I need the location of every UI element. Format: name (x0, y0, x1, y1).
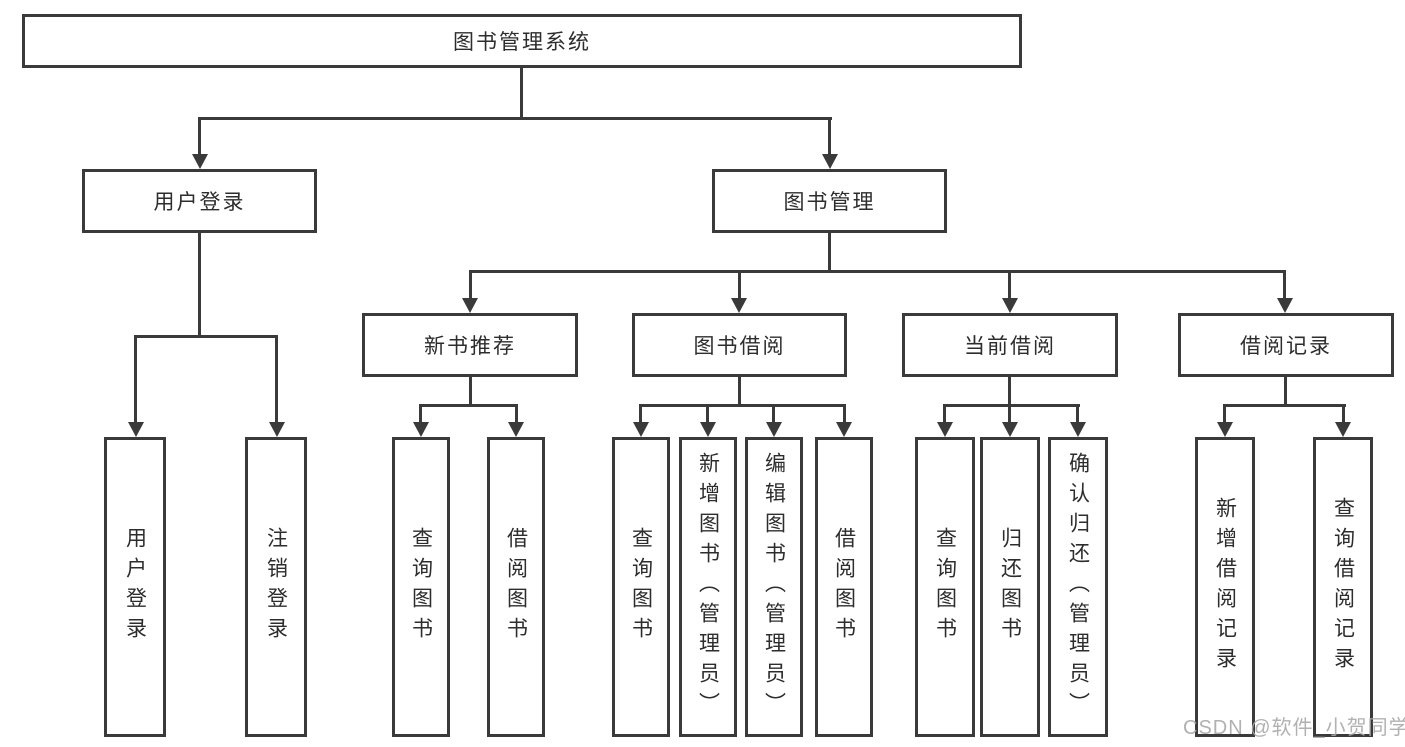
leaf-logout-label: 注销登录 (264, 527, 288, 647)
leaf-cb-confirm-return-admin-label: 确认归还（管理员） (1066, 452, 1090, 722)
arrow-down-icon (1217, 422, 1233, 437)
leaf-logout: 注销登录 (245, 437, 307, 737)
leaf-nbr-borrow-books-label: 借阅图书 (504, 527, 528, 647)
connector-to-current-borrow (1008, 270, 1011, 301)
node-book-management: 图书管理 (712, 169, 947, 233)
node-user-login: 用户登录 (82, 169, 317, 233)
leaf-nbr-query-books: 查询图书 (392, 437, 450, 737)
arrow-down-icon (731, 298, 747, 313)
arrow-down-icon (1002, 422, 1018, 437)
leaf-cb-return-books-label: 归还图书 (998, 527, 1022, 647)
connector-level2-rail (198, 117, 832, 120)
connector-book-mgmt-stub (828, 233, 831, 273)
connector-current-borrow-rail (943, 404, 1080, 407)
connector-to-leaf-logout (275, 335, 278, 425)
leaf-br-query-record-label: 查询借阅记录 (1331, 497, 1355, 677)
leaf-bb-edit-books-admin-label: 编辑图书（管理员） (762, 452, 786, 722)
connector-borrow-records-stub (1284, 377, 1287, 407)
csdn-watermark: CSDN @软件_小贺同学 (1183, 717, 1405, 739)
arrow-down-icon (508, 422, 524, 437)
arrow-down-icon (766, 422, 782, 437)
arrow-down-icon (1277, 298, 1293, 313)
leaf-cb-return-books: 归还图书 (980, 437, 1040, 737)
arrow-down-icon (462, 298, 478, 313)
arrow-down-icon (700, 422, 716, 437)
connector-leaf-line (515, 404, 518, 425)
connector-leaf-line (772, 404, 775, 425)
connector-to-borrow-records (1283, 270, 1286, 301)
arrow-down-icon (836, 422, 852, 437)
connector-to-leaf-login (134, 335, 137, 425)
leaf-br-add-record-label: 新增借阅记录 (1213, 497, 1237, 677)
arrow-down-icon (1335, 422, 1351, 437)
node-root-label: 图书管理系统 (453, 31, 591, 54)
leaf-bb-borrow-books-label: 借阅图书 (832, 527, 856, 647)
leaf-br-add-record: 新增借阅记录 (1195, 437, 1255, 737)
connector-leaf-line (706, 404, 709, 425)
leaf-bb-add-books-admin: 新增图书（管理员） (679, 437, 737, 737)
connector-new-book-rail (419, 404, 518, 407)
arrow-down-icon (192, 154, 208, 169)
connector-level3-rail (469, 270, 1286, 273)
leaf-user-login: 用户登录 (104, 437, 166, 737)
connector-borrow-records-rail (1223, 404, 1346, 407)
connector-leaf-line (843, 404, 846, 425)
arrow-down-icon (1002, 298, 1018, 313)
arrow-down-icon (269, 422, 285, 437)
node-new-book-recommend: 新书推荐 (362, 313, 578, 377)
connector-user-login-stub (198, 233, 201, 338)
connector-current-borrow-stub (1008, 377, 1011, 407)
leaf-cb-query-books-label: 查询图书 (933, 527, 957, 647)
leaf-nbr-borrow-books: 借阅图书 (487, 437, 545, 737)
node-book-borrow: 图书借阅 (632, 313, 847, 377)
leaf-nbr-query-books-label: 查询图书 (409, 527, 433, 647)
connector-to-book-borrow (738, 270, 741, 301)
connector-to-user-login (198, 117, 201, 157)
leaf-bb-borrow-books: 借阅图书 (815, 437, 873, 737)
node-borrow-records-label: 借阅记录 (1240, 335, 1332, 358)
connector-leaf-line (1342, 404, 1345, 425)
connector-leaf-line (1008, 404, 1011, 425)
arrow-down-icon (633, 422, 649, 437)
node-new-book-recommend-label: 新书推荐 (424, 335, 516, 358)
arrow-down-icon (1070, 422, 1086, 437)
node-user-login-label: 用户登录 (153, 191, 246, 214)
leaf-cb-confirm-return-admin: 确认归还（管理员） (1048, 437, 1108, 737)
arrow-down-icon (937, 422, 953, 437)
node-current-borrow: 当前借阅 (902, 313, 1118, 377)
leaf-bb-add-books-admin-label: 新增图书（管理员） (696, 452, 720, 722)
leaf-br-query-record: 查询借阅记录 (1313, 437, 1373, 737)
connector-leaf-line (1076, 404, 1079, 425)
leaf-bb-edit-books-admin: 编辑图书（管理员） (745, 437, 803, 737)
connector-leaf-line (639, 404, 642, 425)
node-root-system: 图书管理系统 (22, 14, 1022, 68)
connector-root-stub (520, 66, 523, 119)
connector-new-book-stub (469, 377, 472, 407)
arrow-down-icon (822, 154, 838, 169)
connector-book-borrow-stub (738, 377, 741, 407)
connector-to-book-mgmt (828, 117, 831, 157)
node-book-management-label: 图书管理 (783, 191, 876, 214)
connector-leaf-line (1223, 404, 1226, 425)
connector-leaf-line (943, 404, 946, 425)
node-borrow-records: 借阅记录 (1178, 313, 1394, 377)
node-book-borrow-label: 图书借阅 (693, 335, 786, 358)
connector-to-new-book (469, 270, 472, 301)
leaf-bb-query-books: 查询图书 (612, 437, 670, 737)
leaf-cb-query-books: 查询图书 (915, 437, 975, 737)
leaf-bb-query-books-label: 查询图书 (629, 527, 653, 647)
arrow-down-icon (413, 422, 429, 437)
arrow-down-icon (128, 422, 144, 437)
connector-user-login-rail (134, 335, 278, 338)
leaf-user-login-label: 用户登录 (123, 527, 147, 647)
node-current-borrow-label: 当前借阅 (964, 335, 1056, 358)
connector-book-borrow-rail (639, 404, 846, 407)
connector-leaf-line (419, 404, 422, 425)
